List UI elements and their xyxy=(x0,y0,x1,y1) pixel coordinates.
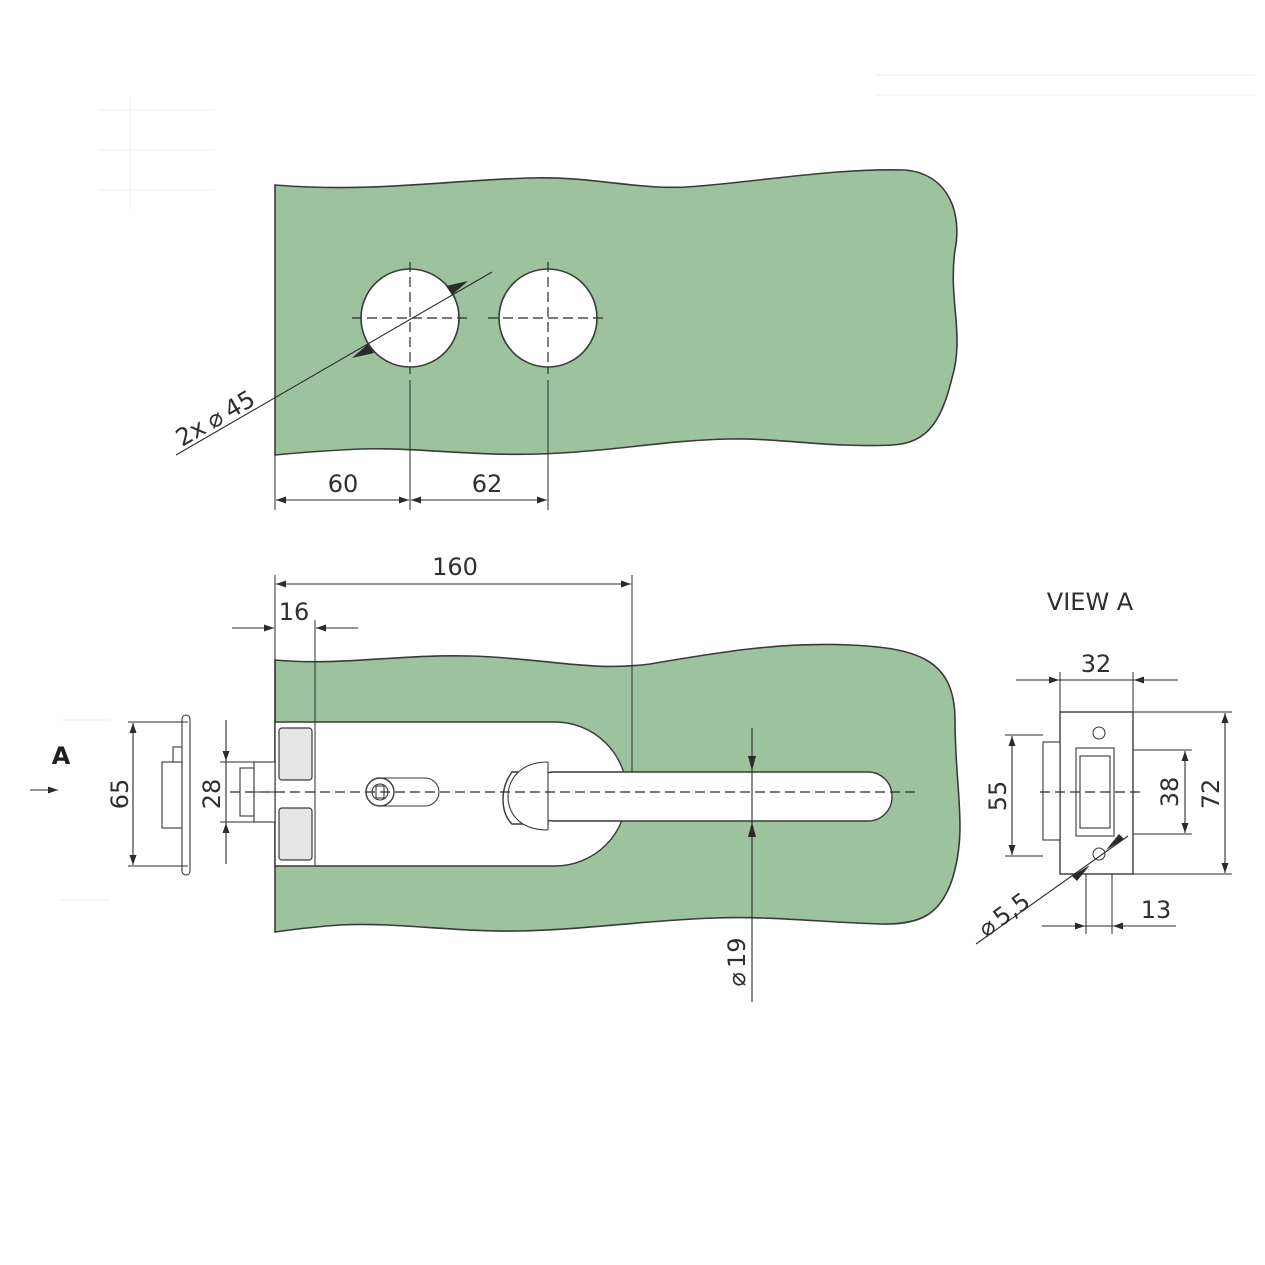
front-view: 160 16 65 28 ⌀19 A xyxy=(30,553,961,1002)
dim-label-160: 160 xyxy=(432,553,478,581)
dim-label-72: 72 xyxy=(1197,779,1225,810)
hole-diameter-label: 2x⌀45 xyxy=(171,385,260,452)
background-ghost-marks xyxy=(60,74,1255,901)
view-a-title: VIEW A xyxy=(1047,588,1134,616)
dim-label-13: 13 xyxy=(1141,896,1172,924)
hole-diameter-leader xyxy=(175,271,493,456)
lever-handle xyxy=(502,761,893,831)
dim-label-19: ⌀19 xyxy=(723,938,751,987)
dim-label-38: 38 xyxy=(1156,777,1184,808)
clamp-block-upper xyxy=(278,727,313,781)
top-view: 2x⌀45 60 62 xyxy=(171,168,958,510)
dim-label-16: 16 xyxy=(279,598,310,626)
strike-plate-edge xyxy=(181,714,191,876)
clamp-block-lower xyxy=(278,807,313,861)
dim-label-60: 60 xyxy=(328,470,359,498)
screw-diameter-label: ⌀5,5 xyxy=(973,887,1035,943)
glass-panel-top xyxy=(274,168,958,456)
dim-label-32: 32 xyxy=(1081,650,1112,678)
top-extension-lines xyxy=(274,380,549,510)
view-a-strike-box xyxy=(1042,741,1061,841)
dim-label-62: 62 xyxy=(472,470,503,498)
strike-box xyxy=(161,761,183,829)
dim-label-55: 55 xyxy=(984,781,1012,812)
view-a-marker-label: A xyxy=(52,742,71,770)
dim-label-28: 28 xyxy=(198,779,226,810)
view-a-screw-hole-top xyxy=(1092,726,1106,740)
screw-diameter-leader xyxy=(975,835,1129,945)
view-a-screw-hole-bottom xyxy=(1092,847,1106,861)
hole-centerlines xyxy=(352,262,608,374)
view-a: VIEW A 32 72 55 38 xyxy=(973,588,1232,945)
strike-tab xyxy=(172,746,183,763)
dim-label-65: 65 xyxy=(106,779,134,810)
